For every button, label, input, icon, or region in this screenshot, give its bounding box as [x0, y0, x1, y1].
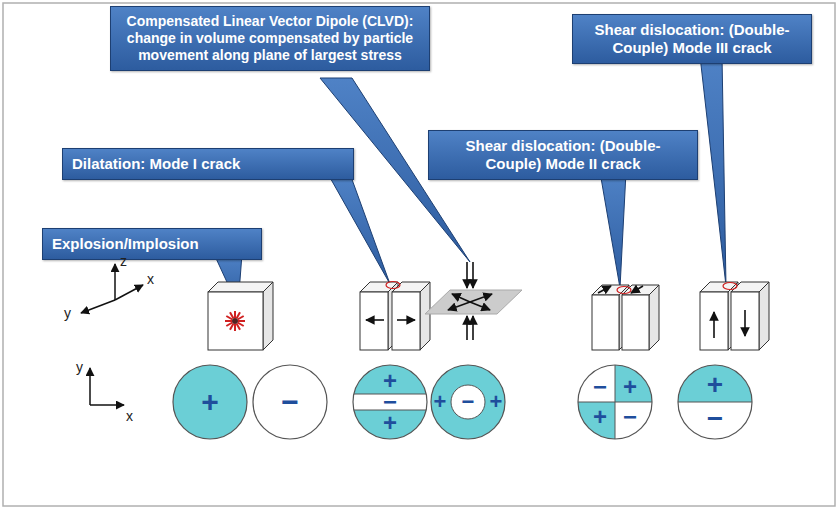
callout-text: Compensated Linear Vector Dipole (CLVD):…	[120, 13, 420, 63]
cube-block	[622, 285, 659, 350]
polarity-sign: +	[593, 405, 607, 429]
stress-plane	[425, 290, 522, 314]
motion-arrow	[466, 262, 468, 288]
axis-label: x	[147, 272, 154, 286]
cube-block	[731, 282, 769, 350]
callout-box: Dilatation: Mode I crack	[62, 148, 354, 180]
motion-arrow	[744, 310, 746, 336]
motion-arrow	[472, 262, 474, 288]
callout-box: Compensated Linear Vector Dipole (CLVD):…	[110, 6, 430, 71]
pointer-mark	[723, 283, 737, 290]
callout-tail	[700, 56, 726, 286]
beach-ball: +−	[675, 362, 755, 442]
axes	[81, 264, 143, 405]
motion-arrow	[598, 286, 611, 293]
cube-block	[208, 282, 273, 350]
callout-text: Dilatation: Mode I crack	[72, 155, 344, 173]
callout-text: Explosion/Implosion	[52, 235, 252, 253]
polarity-sign: −	[593, 375, 607, 399]
beach-ball: +−+	[350, 362, 430, 442]
motion-arrow	[631, 286, 643, 293]
callout-box: Shear dislocation: (Double-Couple) Mode …	[572, 14, 812, 64]
motion-arrow	[366, 319, 384, 321]
motion-arrow	[397, 319, 415, 321]
motion-arrow	[713, 312, 715, 338]
axis-label: y	[64, 306, 71, 320]
axis-label: x	[126, 409, 133, 423]
polarity-sign: −	[462, 391, 475, 413]
axis-arrow	[115, 285, 143, 300]
axis-arrow	[90, 404, 124, 406]
callout-text: Shear dislocation: (Double-Couple) Mode …	[438, 137, 688, 173]
motion-arrow	[448, 302, 470, 310]
polarity-sign: +	[490, 391, 503, 413]
callout-tails	[214, 56, 726, 306]
polarity-sign: −	[623, 405, 637, 429]
polarity-sign: +	[434, 391, 447, 413]
callout-text: Shear dislocation: (Double-Couple) Mode …	[582, 21, 802, 57]
source-figures	[208, 262, 769, 350]
axis-arrow	[81, 300, 115, 313]
beach-ball: −++−	[575, 362, 655, 442]
polarity-sign: −	[281, 387, 299, 417]
explosion-burst	[225, 311, 245, 331]
motion-arrow	[452, 294, 470, 302]
motion-arrow	[470, 294, 492, 302]
polarity-sign: +	[201, 387, 219, 417]
callout-box: Shear dislocation: (Double-Couple) Mode …	[428, 130, 698, 180]
pointer-mark	[617, 287, 631, 294]
polarity-sign: +	[623, 375, 637, 399]
motion-arrow	[472, 316, 474, 340]
callout-box: Explosion/Implosion	[42, 228, 262, 260]
axis-arrow	[114, 264, 116, 300]
motion-arrow	[470, 302, 490, 310]
pointer-mark	[386, 282, 400, 289]
beach-ball: +−+	[428, 362, 508, 442]
polarity-sign: +	[707, 371, 723, 399]
axis-label: y	[76, 360, 83, 374]
frame	[3, 3, 835, 506]
beach-ball-shape	[575, 362, 655, 442]
callout-tail	[328, 174, 390, 284]
callout-tail	[600, 172, 626, 288]
motion-arrow	[466, 316, 468, 340]
polarity-sign: +	[383, 411, 397, 435]
beach-ball: −	[250, 362, 330, 442]
axis-arrow	[89, 368, 91, 405]
beach-ball: +	[170, 362, 250, 442]
axis-label: z	[120, 254, 127, 268]
polarity-sign: −	[707, 405, 723, 433]
cube-block	[392, 282, 430, 350]
